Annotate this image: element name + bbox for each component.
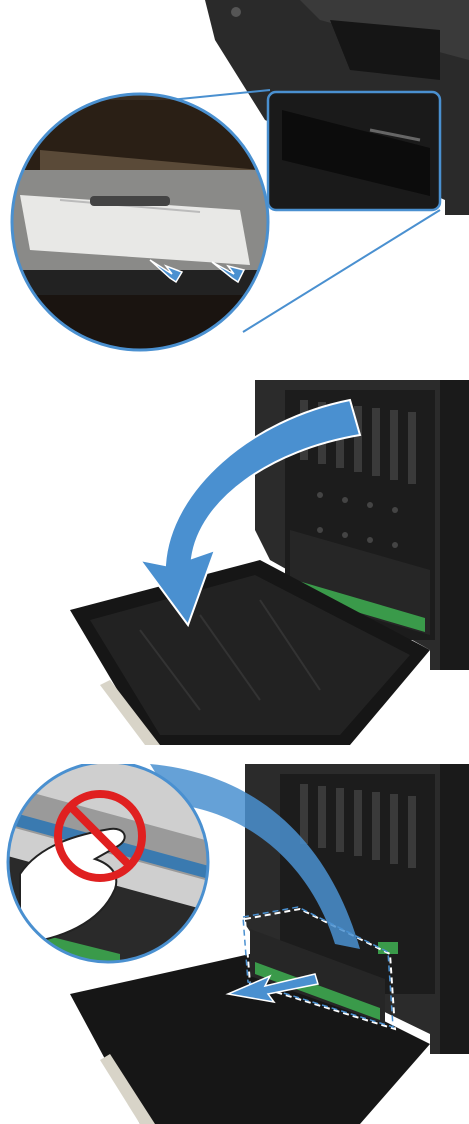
remove-duplexer-graphic xyxy=(0,764,469,1124)
hp-logo-icon xyxy=(231,7,241,17)
callout-line-bottom xyxy=(243,210,440,332)
feed-roller xyxy=(90,196,170,206)
step-1-illustration xyxy=(0,0,469,356)
left-door-open-graphic xyxy=(0,380,469,745)
magnifier-content xyxy=(0,80,280,356)
step-3-illustration xyxy=(0,764,469,1124)
printer-jam-magnifier-graphic xyxy=(0,0,469,356)
step-2-illustration xyxy=(0,380,469,745)
